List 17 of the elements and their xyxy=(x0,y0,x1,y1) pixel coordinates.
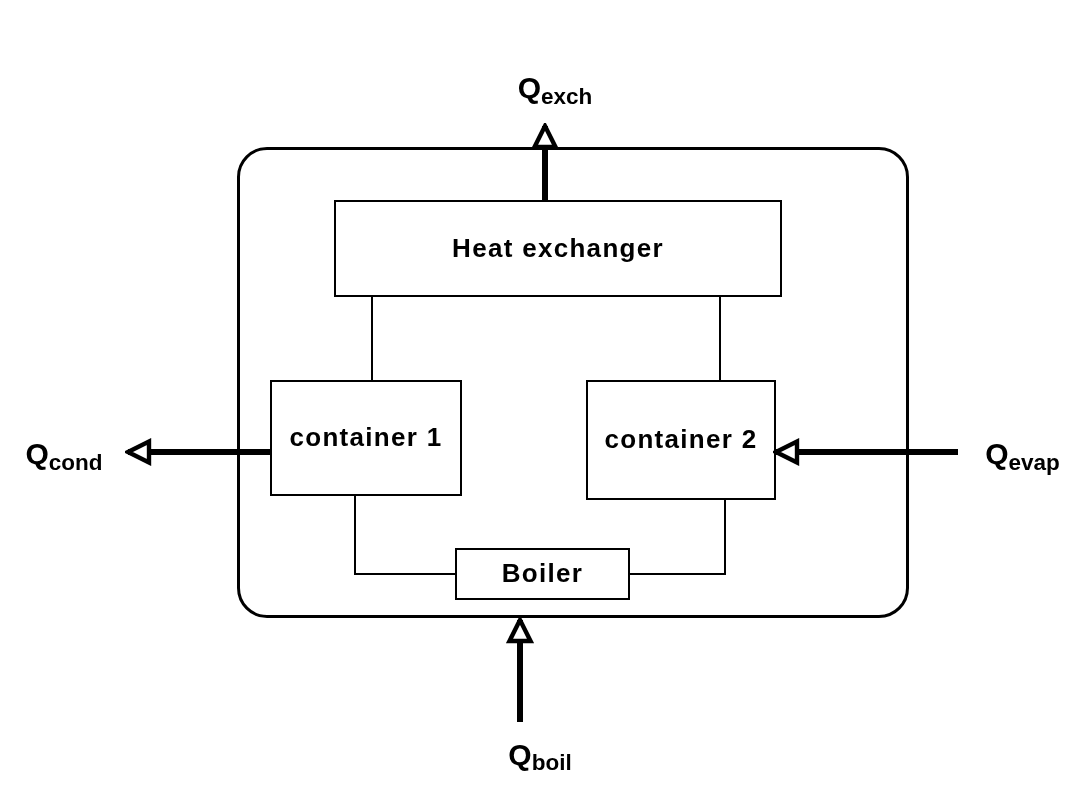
component-box: container 2 xyxy=(586,380,776,500)
connection-line xyxy=(719,296,721,381)
connection-line xyxy=(371,296,373,381)
arrow xyxy=(773,439,958,465)
connection-line xyxy=(629,499,726,575)
component-box: Boiler xyxy=(455,548,630,600)
connection-line xyxy=(354,495,456,575)
component-box: Heat exchanger xyxy=(334,200,782,297)
heat-flow-label: Q$_{boil}$ xyxy=(480,722,600,787)
arrow xyxy=(532,123,558,200)
component-box: container 1 xyxy=(270,380,462,496)
system-boundary-box xyxy=(237,147,909,618)
heat-flow-label: Q$_{cond}$ xyxy=(0,418,128,490)
arrow xyxy=(125,439,270,465)
heat-flow-label: Q$_{exch}$ xyxy=(500,52,610,124)
arrow xyxy=(507,617,533,722)
heat-flow-label: Q$_{evap}$ xyxy=(958,418,1087,490)
